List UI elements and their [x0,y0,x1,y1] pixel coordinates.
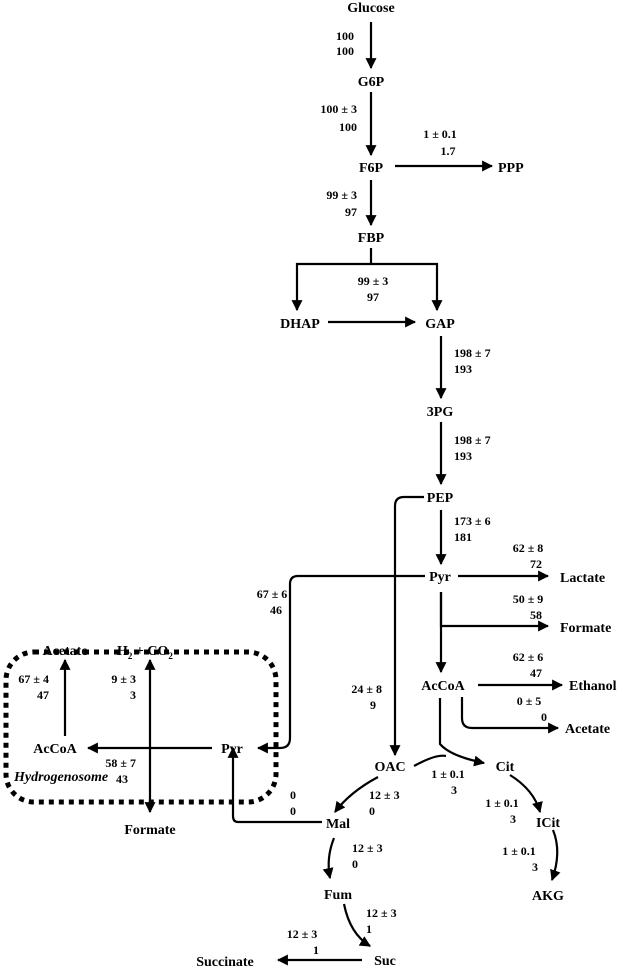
node-pyr: Pyr [429,570,451,585]
flux-icit-akg-a: 1 ± 0.1 [502,844,536,858]
flux-accoa-acetate-b: 0 [541,710,547,724]
flux-pyr-hydrogenosome-a: 67 ± 6 [257,587,288,601]
flux-mal-pyr-a: 0 [290,788,296,802]
flux-fum-suc-a: 12 ± 3 [366,906,397,920]
flux-values: 100 100 100 ± 3 100 1 ± 0.1 1.7 99 ± 3 9… [18,29,547,957]
node-accoa-main: AcCoA [421,679,465,694]
flux-g6p-f6p-b: 100 [339,120,357,134]
arrow-mal-fum [322,837,336,880]
flux-hyd-acetate-b: 47 [37,688,49,702]
node-icit: ICit [536,816,560,831]
reaction-arrows [59,22,564,966]
node-pyr-hydrogenosome: Pyr [221,742,243,757]
arrow-pep-oac [389,495,424,757]
flux-pep-oac-b: 9 [370,698,376,712]
node-succinate: Succinate [196,955,254,969]
flux-hyd-formate-b: 43 [116,772,128,786]
node-pep: PEP [427,491,454,506]
flux-mal-fum-b: 0 [352,857,358,871]
node-cit: Cit [496,760,515,775]
node-3pg: 3PG [427,405,454,420]
node-gap: GAP [425,317,455,332]
flux-f6p-ppp-b: 1.7 [441,144,456,158]
node-ethanol: Ethanol [569,679,617,694]
flux-oac-cit-b: 3 [451,783,457,797]
hydrogenosome-label: Hydrogenosome [13,770,108,785]
flux-pyr-hydrogenosome-b: 46 [270,603,282,617]
flux-oac-mal-a: 12 ± 3 [369,788,400,802]
node-acetate-left: Acetate [42,644,87,659]
arrow-icit-akg [550,829,561,882]
hydrogenosome-boundary [3,649,279,805]
flux-f6p-ppp-a: 1 ± 0.1 [423,127,457,141]
flux-pyr-lactate-a: 62 ± 8 [513,541,544,555]
node-f6p: F6P [359,161,384,176]
flux-cit-icit-b: 3 [510,812,516,826]
flux-fum-suc-b: 1 [366,922,372,936]
arrow-accoa-acetate [460,697,560,734]
arrow-fbp-dhap [291,262,371,312]
flux-mal-fum-a: 12 ± 3 [352,841,383,855]
flux-pyr-formate-b: 58 [530,608,542,622]
flux-gap-3pg-b: 193 [454,362,472,376]
flux-g6p-f6p-a: 100 ± 3 [320,102,357,116]
flux-pyr-lactate-b: 72 [530,557,542,571]
node-acetate-right: Acetate [565,722,610,737]
node-g6p: G6P [358,75,385,90]
node-lactate: Lactate [560,571,605,586]
flux-accoa-acetate-a: 0 ± 5 [517,694,542,708]
arrow-accoa-cit [438,698,486,767]
node-h2-co2: H2 + CO2 [117,644,173,661]
node-ppp: PPP [498,161,524,176]
node-accoa-hydrogenosome: AcCoA [33,742,77,757]
node-akg: AKG [532,889,564,904]
flux-glc-g6p-b: 100 [336,44,354,58]
node-oac: OAC [374,760,405,775]
flux-mal-pyr-b: 0 [290,804,296,818]
flux-fbp-split-a: 99 ± 3 [358,274,389,288]
flux-oac-mal-b: 0 [369,804,375,818]
flux-fbp-split-b: 97 [367,290,379,304]
flux-pep-pyr-b: 181 [454,530,472,544]
flux-gap-3pg-a: 198 ± 7 [454,346,491,360]
flux-f6p-fbp-b: 97 [345,205,357,219]
flux-accoa-ethanol-a: 62 ± 6 [513,650,544,664]
flux-pep-oac-a: 24 ± 8 [351,682,382,696]
flux-3pg-pep-a: 198 ± 7 [454,433,491,447]
flux-hyd-formate-a: 58 ± 7 [105,756,136,770]
flux-f6p-fbp-a: 99 ± 3 [326,188,357,202]
node-suc: Suc [374,954,396,969]
arrow-fum-suc [342,903,371,947]
arrow-fbp-gap [371,262,443,312]
node-dhap: DHAP [280,317,320,332]
node-fum: Fum [324,888,352,903]
node-formate-bottom: Formate [124,823,175,838]
node-glucose: Glucose [347,1,394,16]
flux-hyd-h2co2-b: 3 [130,688,136,702]
node-formate-right: Formate [560,621,611,636]
flux-oac-cit-a: 1 ± 0.1 [431,767,465,781]
arrow-cit-icit [509,774,543,814]
arrow-oac-join [413,754,447,767]
flux-3pg-pep-b: 193 [454,449,472,463]
flux-glc-g6p-a: 100 [336,29,354,43]
flux-hyd-h2co2-a: 9 ± 3 [111,672,136,686]
arrow-mal-pyr [227,746,322,824]
flux-pyr-formate-a: 50 ± 9 [513,592,544,606]
flux-hyd-acetate-a: 67 ± 4 [18,672,49,686]
flux-accoa-ethanol-b: 47 [530,666,542,680]
node-mal: Mal [326,817,350,832]
flux-suc-succinate-b: 1 [313,943,319,957]
arrow-pyr-hydrogenosome [256,574,425,754]
metabolite-labels: Glucose G6P F6P PPP FBP DHAP GAP 3PG PEP… [13,1,617,969]
flux-suc-succinate-a: 12 ± 3 [287,927,318,941]
flux-cit-icit-a: 1 ± 0.1 [485,796,519,810]
flux-pep-pyr-a: 173 ± 6 [454,514,491,528]
flux-icit-akg-b: 3 [532,860,538,874]
node-fbp: FBP [358,231,385,246]
arrow-oac-mal [334,776,379,813]
